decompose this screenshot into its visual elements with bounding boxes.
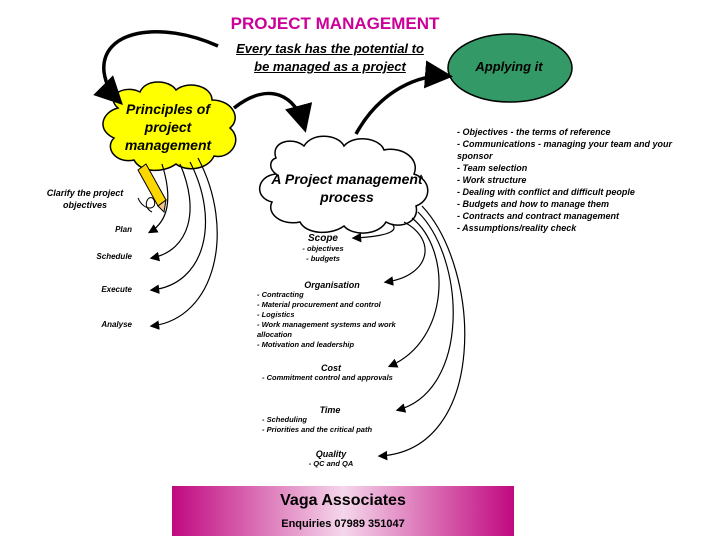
quality-title: Quality	[315, 449, 347, 459]
subtitle-line-2: be managed as a project	[254, 59, 406, 74]
principles-cloud	[102, 81, 237, 172]
scope-item: - budgets	[306, 254, 340, 263]
applying-list-item: - Dealing with conflict and difficult pe…	[457, 187, 635, 197]
organisation-title: Organisation	[304, 280, 360, 290]
time-section: Time - Scheduling - Priorities and the c…	[262, 405, 398, 435]
scope-item: - objectives	[302, 244, 344, 253]
quality-item: - QC and QA	[308, 459, 354, 468]
clarify-objectives-label: Clarify the project objectives	[30, 187, 140, 211]
process-line-1: A Project management	[271, 171, 423, 187]
cost-section: Cost - Commitment control and approvals	[258, 363, 404, 383]
enquiries-phone: Enquiries 07989 351047	[281, 518, 405, 530]
organisation-item: - Material procurement and control	[257, 300, 381, 309]
step-plan: Plan	[115, 225, 132, 234]
scope-section: Scope - objectives - budgets	[290, 233, 356, 264]
pencil-icon	[137, 163, 167, 214]
applying-label: Applying it	[475, 59, 543, 74]
process-label: A Project management process	[262, 170, 432, 206]
step-schedule: Schedule	[96, 252, 132, 261]
company-name: Vaga Associates	[280, 492, 406, 509]
principles-line-2: project	[144, 119, 192, 135]
time-item: - Scheduling	[262, 415, 307, 424]
quality-section: Quality - QC and QA	[296, 449, 366, 469]
subtitle-line-1: Every task has the potential to	[236, 41, 424, 56]
process-line-2: process	[320, 189, 374, 205]
step-execute: Execute	[101, 285, 132, 294]
principles-line-3: management	[124, 137, 212, 153]
clarify-line-2: objectives	[62, 200, 108, 210]
organisation-section: Organisation - Contracting - Material pr…	[257, 280, 407, 350]
organisation-item: - Work management systems and work alloc…	[257, 320, 396, 339]
principles-line-1: Principles of	[125, 101, 211, 117]
step-analyse: Analyse	[101, 320, 132, 329]
cost-item: - Commitment control and approvals	[262, 373, 393, 382]
applying-list-item: - Contracts and contract management	[457, 211, 620, 221]
organisation-item: - Contracting	[257, 290, 304, 299]
applying-list-item: - Objectives - the terms of reference	[457, 127, 611, 137]
page-title: PROJECT MANAGEMENT	[230, 14, 440, 33]
clarify-line-1: Clarify the project	[46, 188, 124, 198]
applying-list-item: - Work structure	[457, 175, 527, 185]
applying-list-item: - Team selection	[457, 163, 528, 173]
page-subtitle: Every task has the potential to be manag…	[200, 40, 460, 76]
applying-list-item: - Budgets and how to manage them	[457, 199, 610, 209]
applying-list: - Objectives - the terms of reference - …	[457, 126, 687, 234]
time-item: - Priorities and the critical path	[262, 425, 373, 434]
organisation-item: - Logistics	[257, 310, 295, 319]
footer-banner: Vaga Associates Enquiries 07989 351047	[172, 486, 514, 536]
process-cloud	[259, 135, 429, 234]
principles-label: Principles of project management	[112, 100, 224, 154]
applying-list-item: - Assumptions/reality check	[457, 223, 577, 233]
applying-list-item: - Communications - managing your team an…	[457, 139, 673, 161]
cost-title: Cost	[321, 363, 341, 373]
organisation-item: - Motivation and leadership	[257, 340, 355, 349]
time-title: Time	[319, 405, 341, 415]
scope-title: Scope	[307, 233, 338, 244]
